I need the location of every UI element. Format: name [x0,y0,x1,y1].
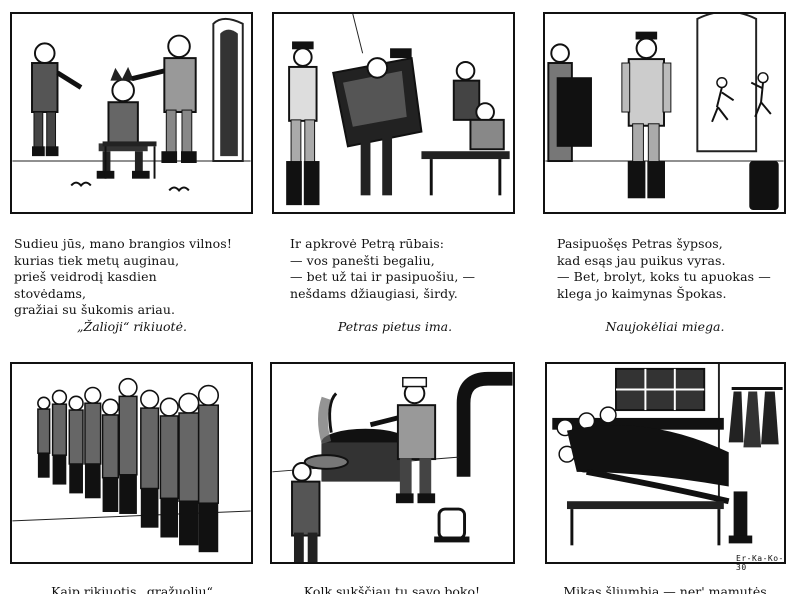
panel-6-caption: Mikas šliumbia — nęr' mamutės [563,584,767,594]
panel-meal [270,362,515,564]
panel-lineup [10,362,253,564]
lineup-illustration [12,377,251,553]
haircut-illustration [12,17,251,192]
panel-5-caption: Kolk sukščiau tu savo boko! [303,584,481,594]
panel-1-title: „Žalioji“ rikiuotė. [77,319,187,334]
panel-2-caption: Ir apkrovė Petrą rūbais: — vos panešti b… [290,236,476,301]
panel-2-title: Petras pietus ima. [337,319,453,334]
panel-haircut [10,12,253,214]
panel-4-caption: Kaip rikiuotis „gražuoliu“ [51,584,213,594]
panel-3-title: Naujokėliai miega. [605,319,725,334]
sleeping-illustration [552,364,783,546]
uniform-illustration [286,14,510,206]
meal-illustration [272,371,513,562]
panel-3-caption: Pasipuošęs Petras šypsos, kad esąs jau p… [557,236,771,301]
panel-uniform-issue [272,12,515,214]
panel-proud-soldier [543,12,786,214]
proud-soldier-illustration [545,14,784,211]
panel-sleeping [545,362,786,564]
panel-1-caption: Sudieu jūs, mano brangios vilnos! kurias… [14,236,232,317]
artist-signature: Er-Ka-Ko-30 [736,554,784,572]
